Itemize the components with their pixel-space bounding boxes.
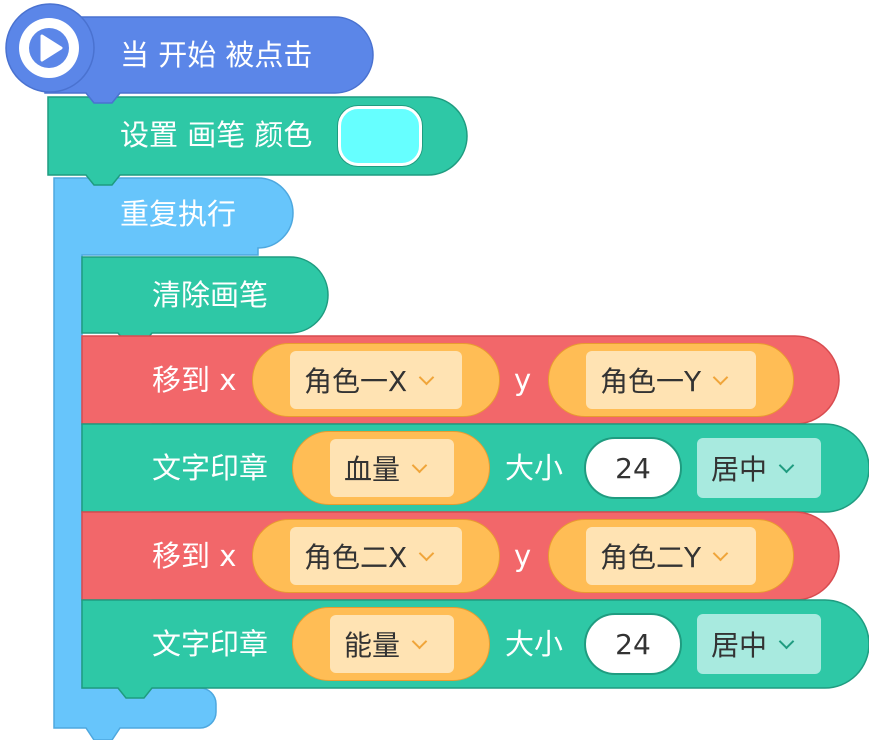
chevron-down-icon xyxy=(712,545,729,561)
chevron-down-icon xyxy=(411,457,428,473)
chevron-down-icon xyxy=(411,633,428,649)
stamp1-text-value: 血量 xyxy=(344,453,401,486)
hat-block-shape[interactable] xyxy=(44,16,374,104)
stamp2-size-label: 大小 xyxy=(505,627,564,661)
stamp1-align-dropdown[interactable]: 居中 xyxy=(697,438,821,498)
stamp2-label: 文字印章 xyxy=(152,627,269,661)
repeat-label: 重复执行 xyxy=(120,197,237,231)
move2-label: 移到 x xyxy=(152,539,237,573)
chevron-down-icon xyxy=(418,545,435,561)
chevron-down-icon xyxy=(778,633,795,649)
move1-x-value: 角色一X xyxy=(304,365,408,398)
hat-block-label: 当 开始 被点击 xyxy=(120,38,313,72)
move2-x-dropdown[interactable]: 角色二X xyxy=(290,527,462,585)
stamp1-text-dropdown[interactable]: 血量 xyxy=(330,439,454,497)
stamp1-size-label: 大小 xyxy=(505,451,564,485)
play-icon[interactable] xyxy=(29,28,69,68)
stamp2-align-dropdown[interactable]: 居中 xyxy=(697,614,821,674)
move2-y-dropdown[interactable]: 角色二Y xyxy=(586,527,756,585)
move1-x-dropdown[interactable]: 角色一X xyxy=(290,351,462,409)
move2-x-value: 角色二X xyxy=(304,541,408,574)
stamp1-size-input[interactable]: 24 xyxy=(584,437,682,499)
stamp1-label: 文字印章 xyxy=(152,451,269,485)
clear-pen-block-shape[interactable] xyxy=(81,256,329,344)
move1-y-value: 角色一Y xyxy=(600,365,702,398)
chevron-down-icon xyxy=(418,369,435,385)
move2-y-label: y xyxy=(514,539,532,573)
chevron-down-icon xyxy=(712,369,729,385)
stamp2-text-value: 能量 xyxy=(344,629,401,662)
stamp1-align-value: 居中 xyxy=(711,453,768,486)
stamp2-text-dropdown[interactable]: 能量 xyxy=(330,615,454,673)
move2-y-value: 角色二Y xyxy=(600,541,702,574)
clear-pen-label: 清除画笔 xyxy=(152,278,269,312)
move1-y-label: y xyxy=(514,363,532,397)
stamp2-size-input[interactable]: 24 xyxy=(584,613,682,675)
pen-color-swatch[interactable] xyxy=(338,106,422,166)
stamp2-align-value: 居中 xyxy=(711,629,768,662)
chevron-down-icon xyxy=(778,457,795,473)
move1-label: 移到 x xyxy=(152,363,237,397)
set-pen-color-label: 设置 画笔 颜色 xyxy=(120,118,313,152)
move1-y-dropdown[interactable]: 角色一Y xyxy=(586,351,756,409)
